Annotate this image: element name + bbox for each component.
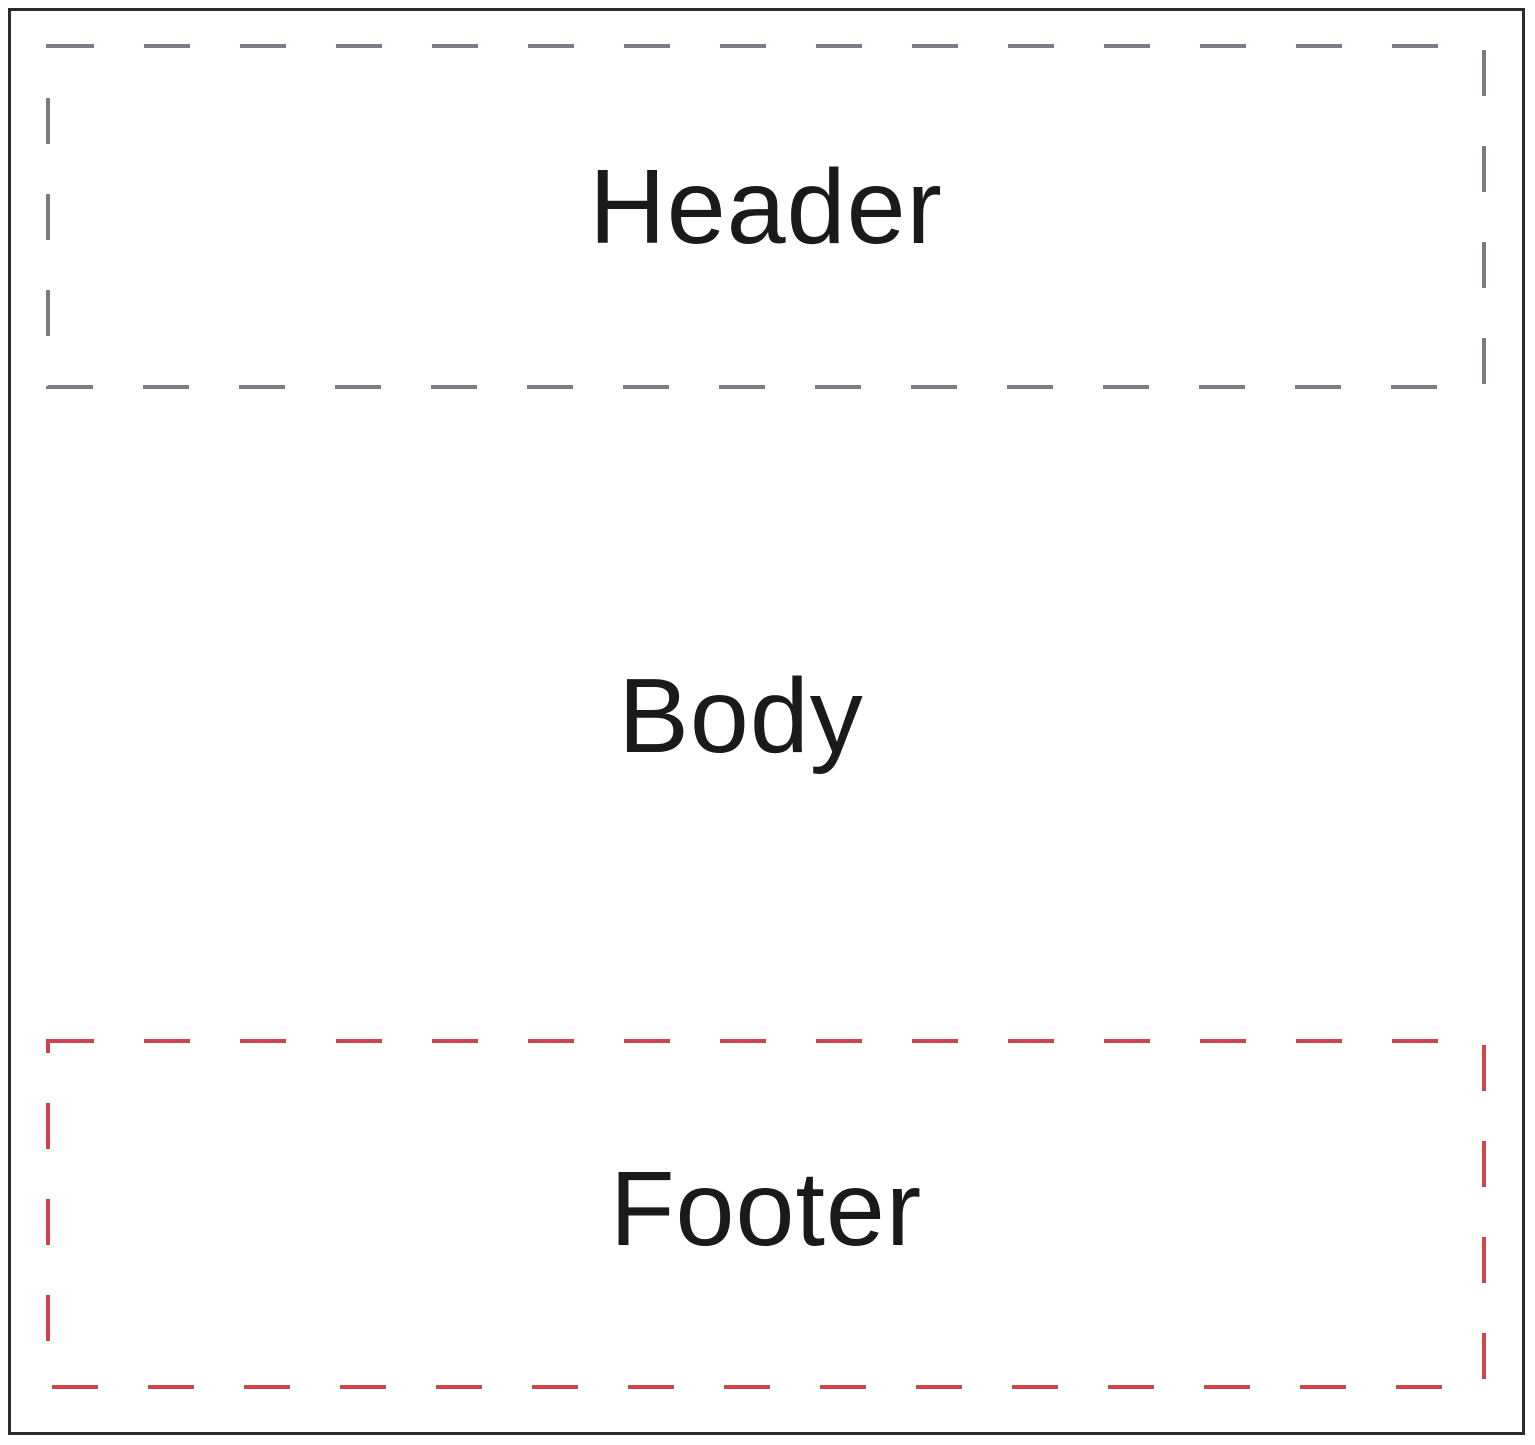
- page-layout-frame: Header Body Footer: [8, 8, 1525, 1435]
- body-region: Body: [46, 431, 1486, 1011]
- header-label: Header: [589, 147, 943, 266]
- footer-label: Footer: [609, 1150, 923, 1268]
- header-region: Header: [46, 44, 1486, 389]
- header-dashed-border: [46, 44, 1486, 389]
- footer-dashed-border: [46, 1039, 1486, 1389]
- body-label: Body: [618, 657, 864, 775]
- footer-region: Footer: [46, 1039, 1486, 1389]
